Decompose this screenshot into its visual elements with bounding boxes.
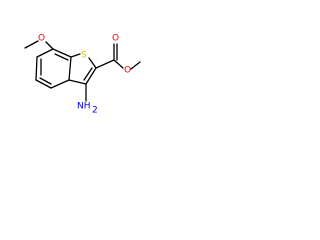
bond-ether-o-methyl — [130, 61, 141, 70]
sulfur-label: S — [81, 51, 87, 61]
amine-subscript-label: 2 — [92, 106, 98, 116]
methoxy-oxygen-label: O — [38, 34, 45, 44]
bond-c2-carbonyl-c — [95, 59, 115, 69]
bond-c6-c7 — [36, 48, 54, 58]
bond-c7a-s — [70, 53, 81, 58]
bond-c3-c3a — [68, 79, 87, 85]
bond-c4-c5 — [35, 79, 52, 89]
bond-c4-c5-double — [39, 77, 52, 85]
ester-ether-oxygen-label: O — [124, 66, 131, 76]
bond-methyl-methoxy — [24, 40, 39, 49]
bond-c7-c7a — [52, 48, 72, 58]
amine-label: NH — [77, 102, 91, 112]
bond-c3a-c4 — [50, 79, 70, 89]
bond-s-c2 — [88, 57, 97, 69]
structure-canvas: O S O O NH 2 — [0, 0, 152, 152]
bond-c7-c7a-double — [54, 53, 69, 61]
bond-c2-c3 — [85, 67, 97, 85]
bond-methoxy-c7 — [45, 41, 54, 50]
ester-carbonyl-oxygen-label: O — [112, 34, 119, 44]
bond-c7a-c3a — [68, 56, 72, 81]
molecule-structure: O S O O NH 2 — [24, 34, 141, 116]
bond-carbonyl-c-ether-o — [113, 59, 124, 69]
bond-c2-c3-double — [83, 67, 93, 81]
bond-c5-c6 — [35, 56, 38, 81]
